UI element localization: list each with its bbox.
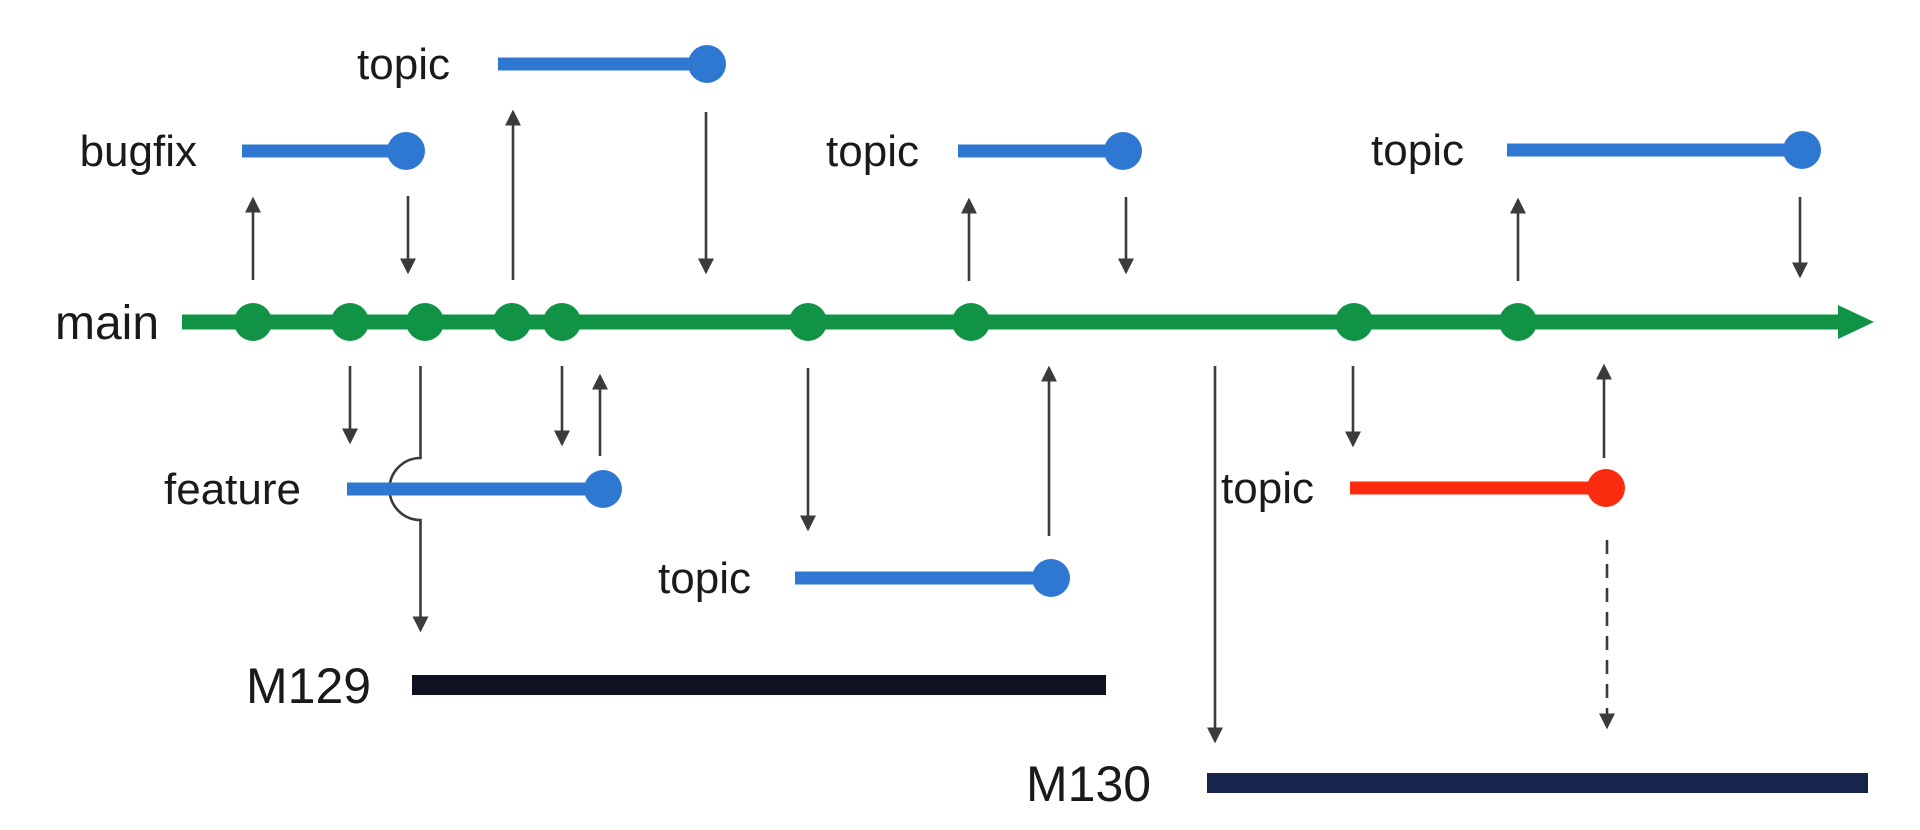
milestone-m130: M130 [1026, 756, 1868, 812]
branch-head-dot-bugfix [387, 132, 425, 170]
main-commit-dot [952, 303, 990, 341]
main-commit-dot [1499, 303, 1537, 341]
main-branch-label: main [55, 297, 159, 350]
release-arrow-m129-with-hop [388, 366, 429, 633]
milestone-label-m129: M129 [246, 658, 371, 714]
branch-topic-top: topic [357, 40, 726, 89]
branch-label-topic-middle: topic [826, 127, 919, 176]
main-commit-dot [543, 303, 581, 341]
branch-topic-middle: topic [826, 127, 1142, 176]
main-commit-dot [493, 303, 531, 341]
milestone-bar-m130 [1207, 773, 1868, 793]
branch-label-topic-lower: topic [658, 554, 751, 603]
main-branch: main [55, 297, 1874, 350]
branch-label-topic-right: topic [1371, 126, 1464, 175]
branch-topic-right: topic [1371, 126, 1821, 175]
main-branch-arrowhead-icon [1838, 305, 1874, 339]
main-commit-dot [331, 303, 369, 341]
branch-head-dot-topic-top [688, 45, 726, 83]
branch-label-topic-red: topic [1221, 464, 1314, 513]
arrows-lower [341, 363, 1616, 744]
branch-label-bugfix: bugfix [80, 127, 197, 176]
branch-feature: feature [164, 465, 622, 514]
milestone-bar-m129 [412, 675, 1106, 695]
main-commit-dot [234, 303, 272, 341]
branch-head-dot-feature [584, 470, 622, 508]
branch-head-dot-topic-red [1587, 469, 1625, 507]
branch-bugfix: bugfix [80, 127, 425, 176]
branch-label-topic-top: topic [357, 40, 450, 89]
branch-head-dot-topic-middle [1104, 132, 1142, 170]
main-commit-dot [406, 303, 444, 341]
main-commit-dot [789, 303, 827, 341]
main-commit-dot [1335, 303, 1373, 341]
branch-label-feature: feature [164, 465, 301, 514]
milestone-m129: M129 [246, 658, 1106, 714]
branch-head-dot-topic-right [1783, 131, 1821, 169]
branch-head-dot-topic-lower [1032, 559, 1070, 597]
milestone-label-m130: M130 [1026, 756, 1151, 812]
branch-topic-red: topic [1221, 464, 1625, 513]
arrows-upper [244, 109, 1809, 281]
branch-topic-lower: topic [658, 554, 1070, 603]
